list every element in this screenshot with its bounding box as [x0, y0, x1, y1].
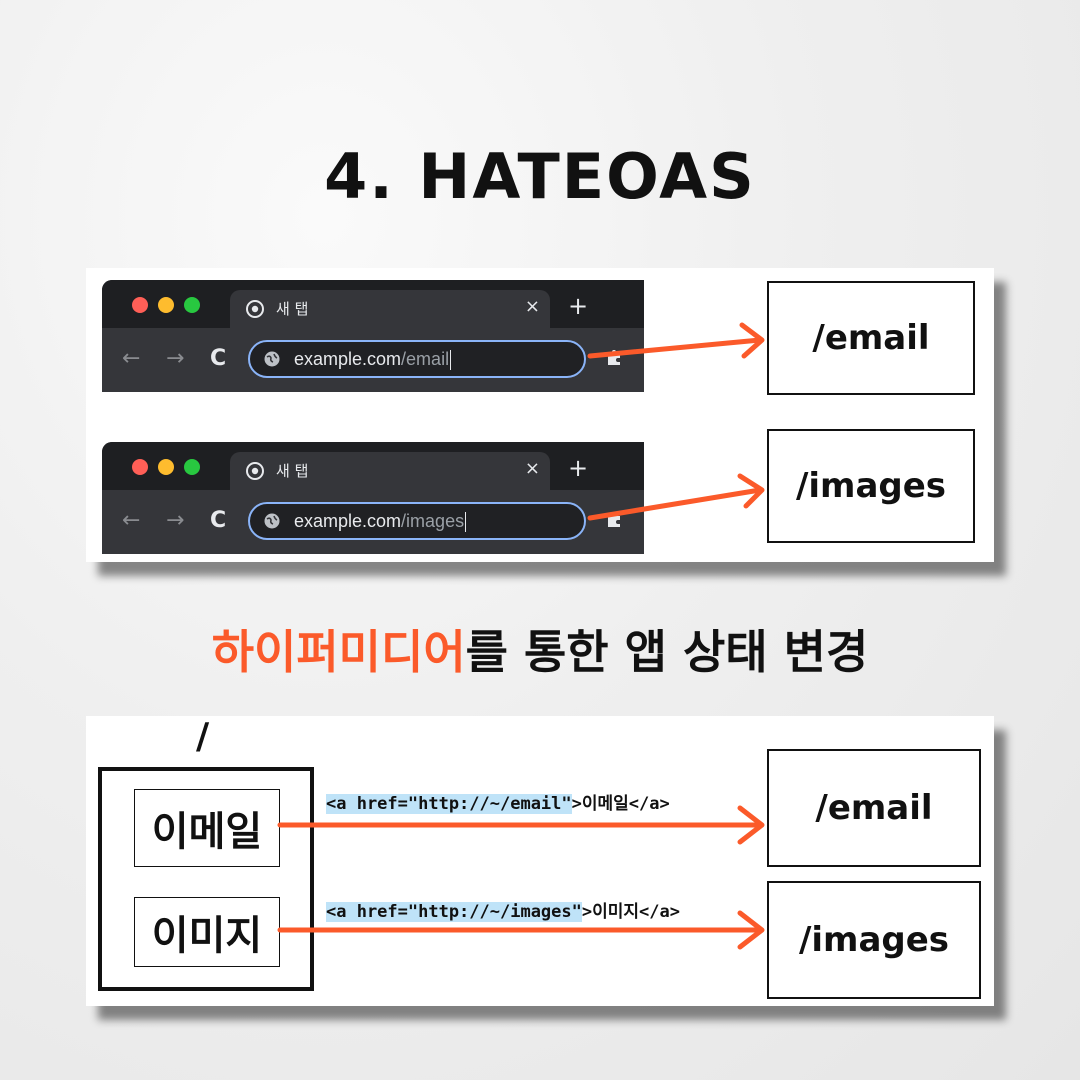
new-tab-icon[interactable]: +	[568, 454, 589, 482]
chrome-icon	[246, 300, 264, 318]
target-page-email: /email	[767, 281, 975, 395]
target-page-images: /images	[767, 881, 981, 999]
globe-icon	[264, 513, 280, 529]
tab-bar: 새 탭 × +	[102, 280, 644, 328]
text-caret	[465, 512, 467, 533]
email-anchor-code: <a href="http://~/email">이메일</a>	[326, 789, 670, 814]
tab-bar: 새 탭 × +	[102, 442, 644, 490]
root-page: 이메일 이미지	[98, 767, 314, 991]
anchor-text: >이미지</a>	[581, 902, 680, 922]
minimize-window-dot[interactable]	[158, 297, 174, 313]
page-title: 4. HATEOAS	[324, 140, 756, 213]
anchor-href-highlight: <a href="http://~/email"	[326, 794, 572, 814]
tab-close-icon[interactable]: ×	[524, 458, 540, 479]
globe-icon	[264, 351, 280, 367]
url-host: example.com	[294, 349, 402, 369]
reload-icon[interactable]: C	[210, 346, 227, 371]
back-icon[interactable]: ←	[122, 346, 141, 371]
browser-tab[interactable]: 새 탭 ×	[230, 452, 550, 490]
close-window-dot[interactable]	[132, 459, 148, 475]
browser-window-images: 새 탭 × + ← → C example.com/images	[102, 442, 644, 554]
address-bar[interactable]: example.com/email	[248, 340, 586, 378]
target-page-email: /email	[767, 749, 981, 867]
browser-window-email: 새 탭 × + ← → C example.com/email	[102, 280, 644, 392]
subtitle-rest: 를 통한 앱 상태 변경	[465, 625, 869, 679]
extensions-puzzle-icon[interactable]	[606, 510, 624, 528]
tab-title: 새 탭	[276, 462, 309, 480]
browser-toolbar: ← → C example.com/email	[102, 328, 644, 392]
images-anchor-code: <a href="http://~/images">이미지</a>	[326, 897, 680, 922]
browser-tab[interactable]: 새 탭 ×	[230, 290, 550, 328]
new-tab-icon[interactable]: +	[568, 292, 589, 320]
close-window-dot[interactable]	[132, 297, 148, 313]
browser-toolbar: ← → C example.com/images	[102, 490, 644, 554]
maximize-window-dot[interactable]	[184, 459, 200, 475]
chrome-icon	[246, 462, 264, 480]
maximize-window-dot[interactable]	[184, 297, 200, 313]
forward-icon[interactable]: →	[166, 346, 185, 371]
address-url: example.com/images	[294, 511, 467, 533]
email-link[interactable]: 이메일	[134, 789, 280, 867]
subtitle: 하이퍼미디어를 통한 앱 상태 변경	[0, 616, 1080, 682]
address-url: example.com/email	[294, 349, 452, 371]
forward-icon[interactable]: →	[166, 508, 185, 533]
reload-icon[interactable]: C	[210, 508, 227, 533]
anchor-text: >이메일</a>	[571, 794, 670, 814]
url-host: example.com	[294, 511, 402, 531]
url-path: /images	[401, 511, 465, 531]
tab-close-icon[interactable]: ×	[524, 296, 540, 317]
back-icon[interactable]: ←	[122, 508, 141, 533]
address-bar[interactable]: example.com/images	[248, 502, 586, 540]
target-page-images: /images	[767, 429, 975, 543]
url-path: /email	[401, 349, 450, 369]
root-path-label: /	[196, 716, 210, 757]
minimize-window-dot[interactable]	[158, 459, 174, 475]
text-caret	[450, 350, 452, 371]
subtitle-accent: 하이퍼미디어	[211, 625, 466, 679]
extensions-puzzle-icon[interactable]	[606, 348, 624, 366]
images-link[interactable]: 이미지	[134, 897, 280, 967]
tab-title: 새 탭	[276, 300, 309, 318]
browser-examples-panel: 새 탭 × + ← → C example.com/email	[86, 268, 994, 562]
anchor-href-highlight: <a href="http://~/images"	[326, 902, 582, 922]
